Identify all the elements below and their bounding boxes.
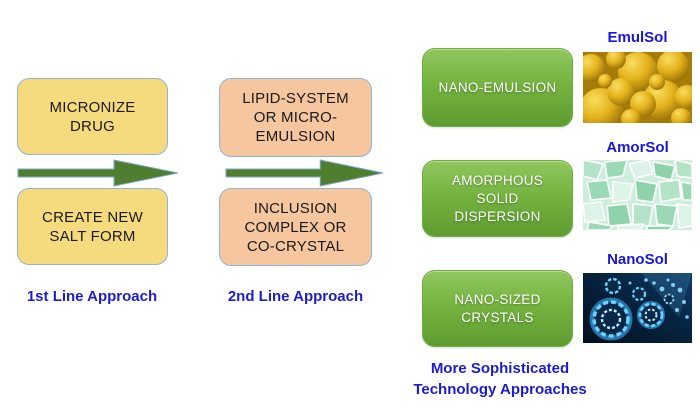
nanosol-brand-label: NanoSol: [607, 251, 668, 268]
box-lipid-system-label: LIPID-SYSTEM OR MICRO-EMULSION: [242, 90, 349, 145]
box-nano-sized-crystals: NANO-SIZED CRYSTALS: [422, 270, 573, 347]
nanosol-image: [583, 273, 692, 343]
box-inclusion-complex-label: INCLUSION COMPLEX OR CO-CRYSTAL: [244, 199, 347, 255]
second-line-approach-label: 2nd Line Approach: [227, 288, 364, 305]
emulsol-brand-label: EmulSol: [607, 29, 668, 46]
box-micronize-drug: MICRONIZE DRUG: [17, 78, 168, 155]
box-amorphous-solid-dispersion-label: AMORPHOUS SOLID DISPERSION: [451, 172, 544, 224]
box-create-new-salt-form-label: CREATE NEW SALT FORM: [42, 208, 143, 245]
emulsol-image: [583, 52, 692, 123]
box-lipid-system: LIPID-SYSTEM OR MICRO-EMULSION: [219, 78, 372, 157]
amorsol-image: [583, 160, 692, 230]
right-arrow-icon: [17, 159, 179, 187]
box-nano-emulsion-label: NANO-EMULSION: [438, 79, 557, 95]
amorsol-brand-label: AmorSol: [606, 139, 669, 156]
box-micronize-drug-label: MICRONIZE DRUG: [49, 98, 136, 135]
right-arrow-icon: [225, 159, 384, 187]
box-inclusion-complex: INCLUSION COMPLEX OR CO-CRYSTAL: [219, 188, 372, 266]
box-create-new-salt-form: CREATE NEW SALT FORM: [17, 188, 168, 265]
box-amorphous-solid-dispersion: AMORPHOUS SOLID DISPERSION: [422, 160, 573, 237]
box-nano-emulsion: NANO-EMULSION: [422, 48, 573, 127]
box-nano-sized-crystals-label: NANO-SIZED CRYSTALS: [454, 291, 541, 325]
more-sophisticated-caption: More Sophisticated Technology Approaches: [413, 360, 587, 398]
first-line-approach-label: 1st Line Approach: [26, 288, 158, 305]
